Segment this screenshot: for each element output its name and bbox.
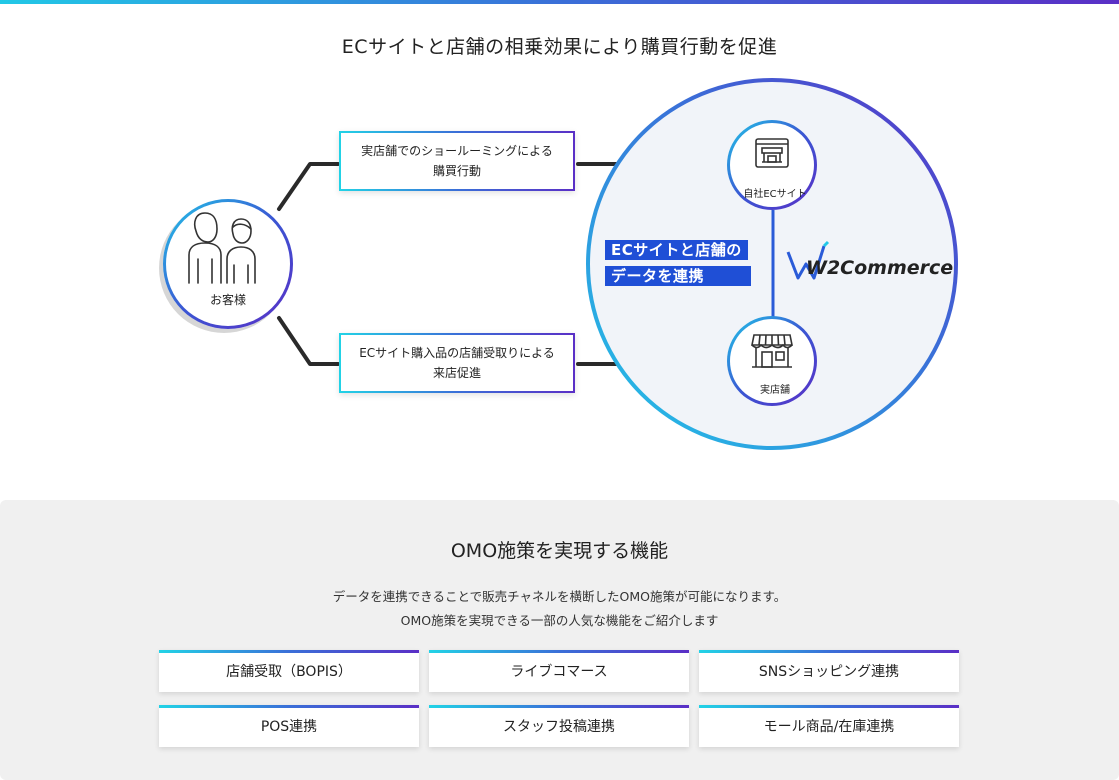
top-accent-bar — [0, 0, 1119, 4]
feature-sns-shopping: SNSショッピング連携 — [699, 650, 959, 692]
flow-box-store-pickup-line2: 来店促進 — [432, 366, 481, 380]
feature-bopis: 店舗受取（BOPIS） — [159, 650, 419, 692]
feature-staff-post: スタッフ投稿連携 — [429, 705, 689, 747]
flow-box-store-pickup-line1: ECサイト購入品の店舗受取りによる — [359, 346, 555, 360]
flow-box-showrooming-line2: 購買行動 — [432, 164, 481, 178]
data-link-tag-line2: データを連携 — [605, 266, 751, 286]
flow-box-showrooming: 実店舗でのショールーミングによる 購買行動 — [339, 131, 575, 191]
flow-box-showrooming-line1: 実店舗でのショールーミングによる — [361, 144, 553, 158]
store-label: 実店舗 — [760, 385, 790, 396]
feature-mall-inventory: モール商品/在庫連携 — [699, 705, 959, 747]
feature-pos: POS連携 — [159, 705, 419, 747]
ec-site-circle: 自社ECサイト — [727, 120, 817, 210]
omo-title: OMO施策を実現する機能 — [450, 540, 669, 562]
w2commerce-logo: W2Commerce — [786, 240, 953, 280]
omo-desc-line1: データを連携できることで販売チャネルを横断したOMO施策が可能になります。 — [332, 589, 787, 604]
omo-desc-line2: OMO施策を実現できる一部の人気な機能をご紹介します — [400, 613, 719, 628]
page-title: ECサイトと店舗の相乗効果により購買行動を促進 — [341, 36, 778, 58]
connector-lower — [277, 316, 340, 366]
store-icon — [751, 334, 793, 368]
circle-vertical-connector — [771, 210, 775, 320]
store-circle: 実店舗 — [727, 316, 817, 406]
svg-text:W2Commerce: W2Commerce — [806, 257, 953, 279]
ec-site-label: 自社ECサイト — [743, 189, 807, 200]
customer-ring — [163, 199, 293, 329]
feature-live-commerce: ライブコマース — [429, 650, 689, 692]
customer-label: お客様 — [209, 293, 246, 307]
data-link-tag-line1: ECサイトと店舗の — [605, 240, 748, 260]
flow-box-store-pickup: ECサイト購入品の店舗受取りによる 来店促進 — [339, 333, 575, 393]
omo-section: OMO施策を実現する機能 データを連携できることで販売チャネルを横断したOMO施… — [0, 500, 1119, 780]
people-icon — [188, 212, 256, 284]
ec-site-icon — [755, 138, 789, 168]
connector-upper — [277, 162, 340, 211]
customer-circle: お客様 — [163, 199, 293, 329]
